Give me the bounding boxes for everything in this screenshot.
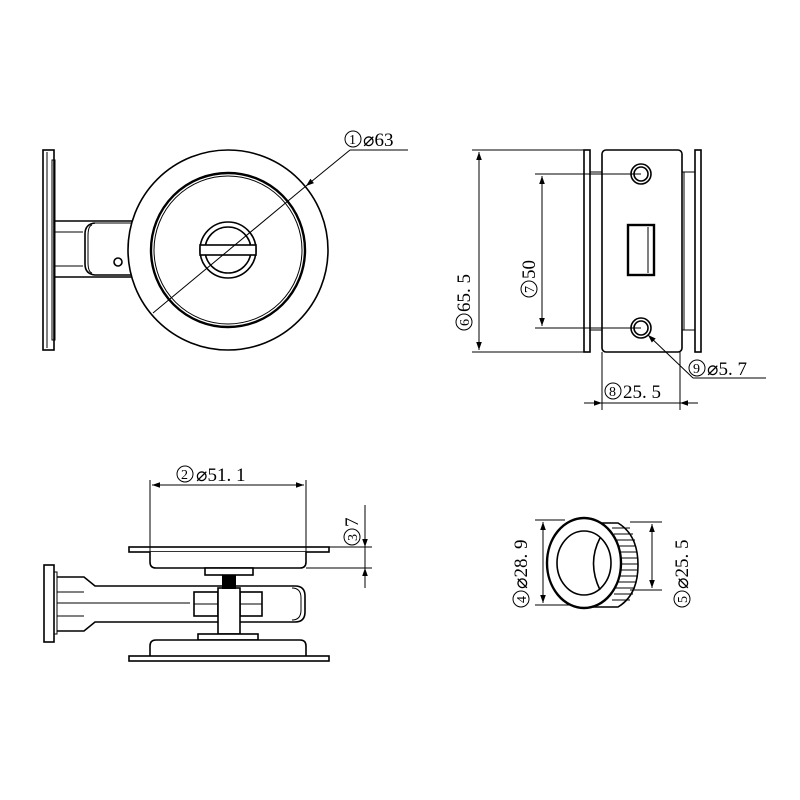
cup-view: 4 ⌀28. 9 5 ⌀25. 5 [511, 516, 693, 610]
upper-rose-cup [149, 552, 307, 569]
dim-9-label: 9 ⌀5. 7 [688, 359, 747, 380]
svg-text:2: 2 [181, 468, 188, 483]
cup-inner [556, 530, 612, 596]
lower-rose-cup [149, 639, 307, 656]
top-view: 2 ⌀51. 1 3 7 [43, 465, 372, 662]
diameter-line [152, 185, 307, 314]
svg-text:⌀51. 1: ⌀51. 1 [196, 465, 245, 486]
dim-8-label: 8 25. 5 [604, 382, 661, 403]
svg-text:7: 7 [523, 286, 538, 293]
svg-text:6: 6 [458, 319, 473, 326]
dim-7-label: 7 50 [519, 260, 540, 298]
mount-plate-top [43, 564, 55, 643]
pin-hole [113, 257, 123, 267]
svg-text:3: 3 [346, 534, 361, 541]
svg-text:⌀5. 7: ⌀5. 7 [707, 359, 747, 380]
latch-tube-top [57, 576, 306, 632]
svg-text:65. 5: 65. 5 [454, 274, 475, 312]
dim-9-leader [647, 334, 694, 379]
svg-text:⌀25. 5: ⌀25. 5 [672, 540, 693, 589]
front-view: 1 ⌀63 [42, 130, 408, 351]
svg-text:7: 7 [342, 518, 363, 528]
latch-slot [626, 223, 656, 277]
faceplate-view: 6 65. 5 7 50 8 25. 5 9 ⌀5. 7 [454, 149, 766, 410]
svg-text:4: 4 [515, 596, 530, 603]
spindle [217, 587, 241, 635]
svg-text:⌀28. 9: ⌀28. 9 [511, 540, 532, 589]
svg-text:1: 1 [349, 133, 356, 148]
left-flange [583, 149, 591, 353]
right-flange [694, 149, 702, 353]
latch-tube [55, 220, 135, 278]
inner-rose [149, 171, 307, 329]
svg-text:8: 8 [609, 385, 616, 400]
svg-text:25. 5: 25. 5 [623, 382, 661, 403]
upper-rose-plate [128, 546, 330, 553]
svg-text:⌀63: ⌀63 [363, 130, 393, 151]
svg-text:9: 9 [693, 362, 700, 377]
turn-slot [199, 244, 257, 256]
dim-2-label: 2 ⌀51. 1 [176, 465, 245, 486]
mount-plate [42, 149, 55, 351]
svg-text:50: 50 [519, 260, 540, 279]
svg-text:5: 5 [676, 596, 691, 603]
callout-1: 1 ⌀63 [344, 130, 393, 151]
spindle-neck [222, 575, 236, 589]
dim-3-label: 3 7 [342, 518, 363, 546]
dim-6-label: 6 65. 5 [454, 274, 475, 331]
lower-rose-plate [128, 655, 330, 662]
dim-5-label: 5 ⌀25. 5 [672, 540, 693, 608]
dim-4-label: 4 ⌀28. 9 [511, 540, 532, 608]
